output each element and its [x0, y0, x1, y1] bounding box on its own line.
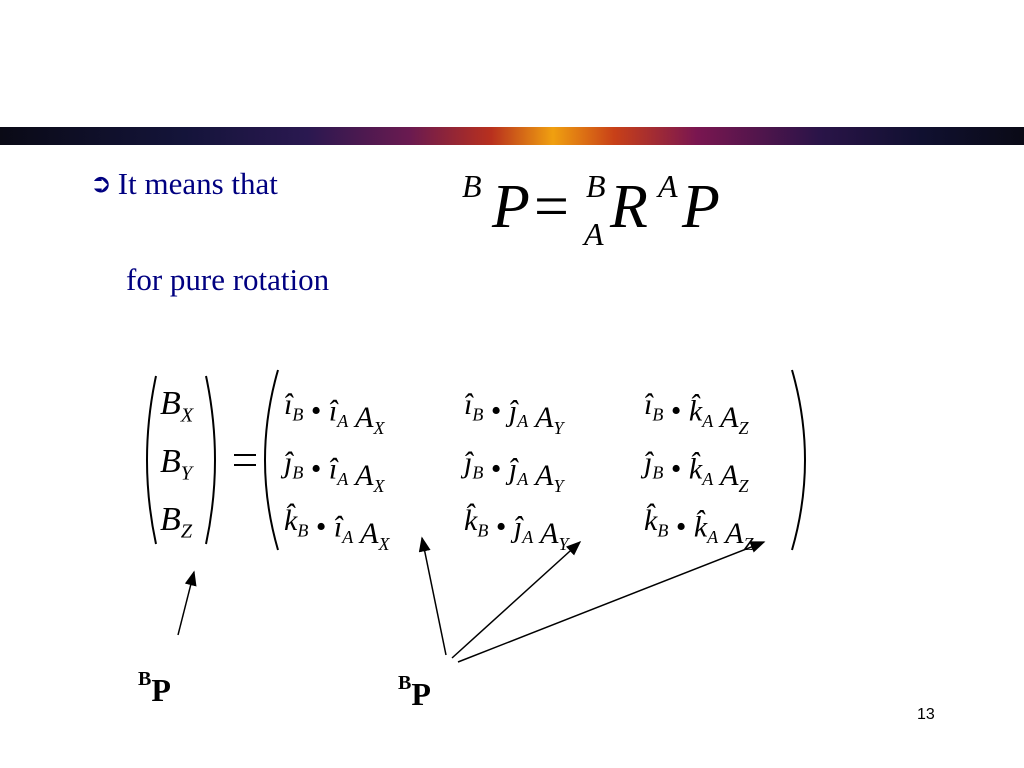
eq-lhs: P: [492, 173, 530, 241]
eq-r: R: [610, 173, 648, 241]
eq-r-sup: B: [586, 168, 606, 204]
eq-p: P: [682, 173, 720, 241]
matrix-cell: k̂B • ĵA AY: [464, 503, 570, 554]
arrow-bullet-icon: ➲: [90, 169, 112, 199]
vector-entries: BX BY BZ: [160, 385, 195, 542]
matrix-cell: îB • îA AX: [284, 388, 386, 438]
eq-r-sub: A: [584, 216, 604, 252]
eq-lhs-sup: B: [462, 168, 482, 204]
arrow-to-column-y: [451, 540, 582, 659]
bullet-text-1: It means that: [117, 166, 278, 201]
matrix-cell: ĵB • îA AX: [280, 446, 386, 496]
arrow-to-vector: [177, 570, 197, 636]
vector-left-paren: [146, 375, 157, 545]
label-bp-right-sup: B: [398, 672, 412, 694]
matrix-cell: îB • ĵA AY: [464, 388, 566, 438]
vector-right-paren: [205, 375, 216, 545]
eq-equals: =: [534, 173, 569, 241]
label-bp-right: BP: [398, 672, 431, 713]
vector-entry: BX: [160, 385, 195, 426]
label-bp-left: BP: [138, 668, 171, 709]
title-gradient-band: [0, 127, 1024, 145]
matrix-cell: ĵB • ĵA AY: [460, 446, 566, 496]
arrow-to-column-x: [418, 536, 447, 656]
vector-entry: BZ: [160, 501, 193, 542]
bullet-text-2: for pure rotation: [126, 262, 330, 297]
matrix-cell: îB • k̂A AZ: [644, 388, 749, 438]
matrix-cell: k̂B • îA AX: [284, 503, 390, 554]
vector-entry: BY: [160, 443, 195, 484]
matrix-cell: ĵB • k̂A AZ: [640, 446, 749, 496]
bullet-line-1: ➲ It means that: [90, 166, 278, 202]
slide-number: 13: [917, 706, 935, 723]
eq-p-sup: A: [658, 168, 678, 204]
matrix-left-paren: [264, 369, 279, 551]
matrix-right-paren: [791, 369, 806, 551]
matrix-equals-sign: [234, 454, 256, 466]
arrow-to-column-z: [457, 541, 766, 663]
label-bp-right-main: P: [411, 676, 431, 712]
label-bp-left-main: P: [151, 672, 171, 708]
label-bp-left-sup: B: [138, 668, 152, 690]
matrix-entries: îB • îA AX îB • ĵA AY îB • k̂A AZ ĵB • îA A…: [280, 388, 754, 554]
matrix-cell: k̂B • k̂A AZ: [644, 503, 754, 554]
